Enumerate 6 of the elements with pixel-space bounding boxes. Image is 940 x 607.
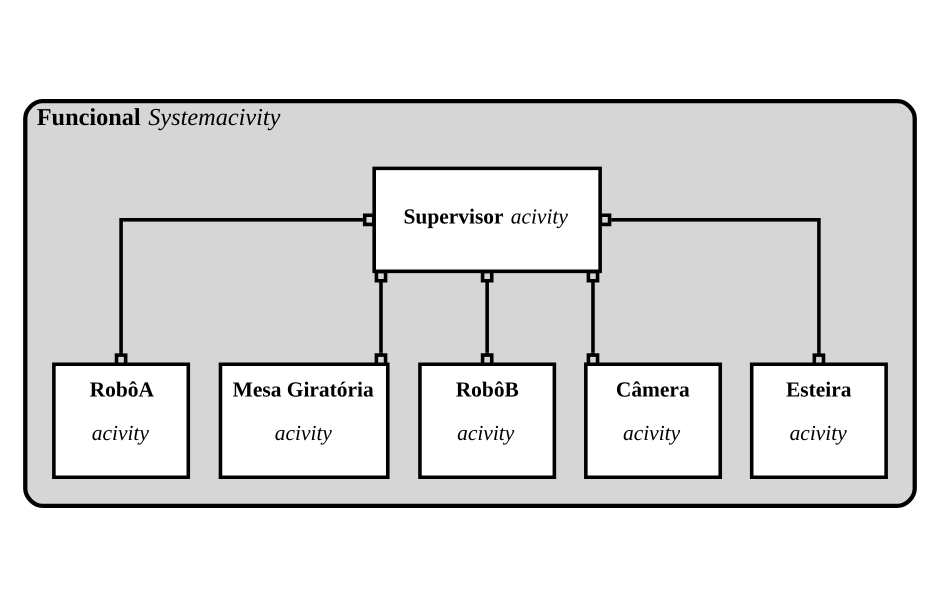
node-box: Mesa Giratória acivity (218, 362, 390, 480)
node-box: Câmera acivity (584, 362, 722, 480)
node-box: RobôA acivity (52, 362, 190, 480)
node-box: Esteira acivity (750, 362, 888, 480)
node-box: RobôB acivity (418, 362, 556, 480)
node-box: Supervisor acivity (372, 166, 602, 274)
